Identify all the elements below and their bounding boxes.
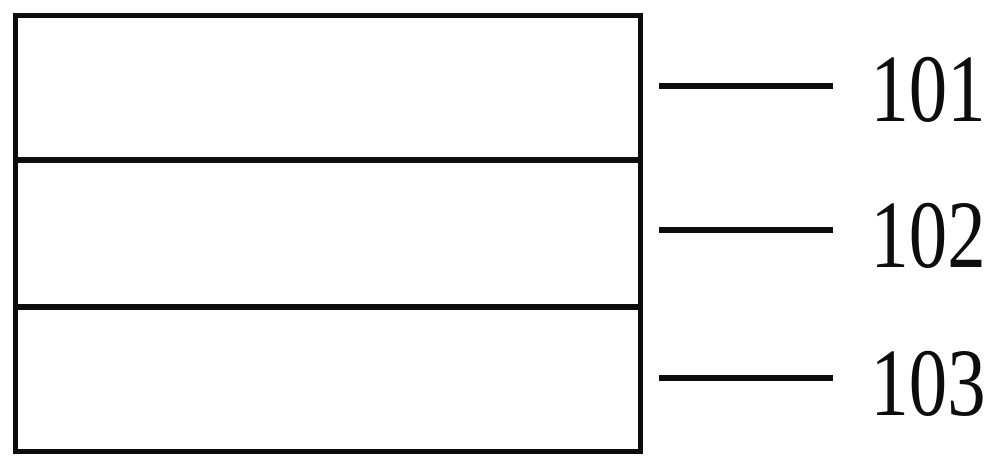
layer-stack xyxy=(13,13,643,454)
layer-103 xyxy=(18,304,638,449)
ref-label-103: 103 xyxy=(870,329,986,436)
layer-102 xyxy=(18,157,638,304)
leader-line-101 xyxy=(659,83,833,89)
ref-label-102: 102 xyxy=(870,181,986,288)
leader-line-102 xyxy=(659,227,833,233)
ref-label-101: 101 xyxy=(870,35,986,142)
leader-line-103 xyxy=(659,375,833,381)
layer-101 xyxy=(18,18,638,157)
